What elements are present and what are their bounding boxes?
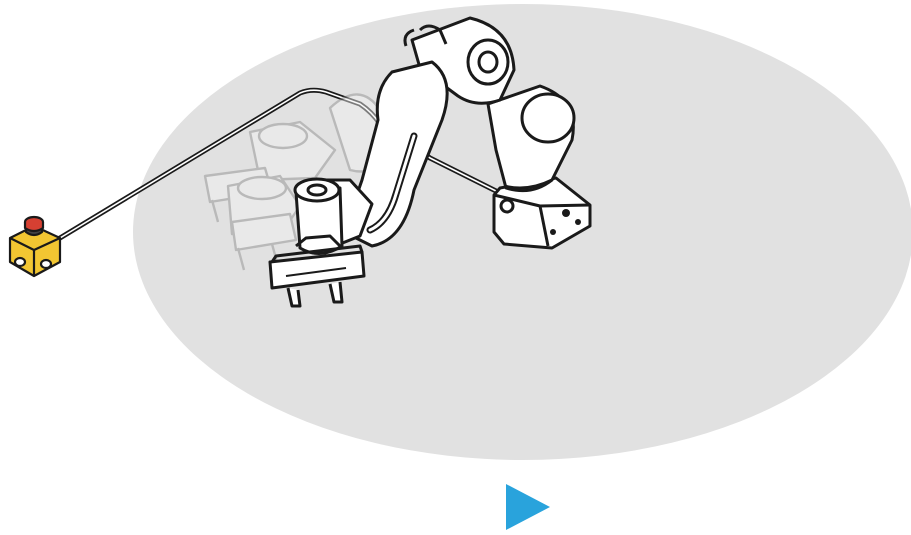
play-icon — [506, 484, 550, 530]
emergency-stop-device — [10, 217, 60, 276]
play-button[interactable] — [500, 480, 554, 534]
